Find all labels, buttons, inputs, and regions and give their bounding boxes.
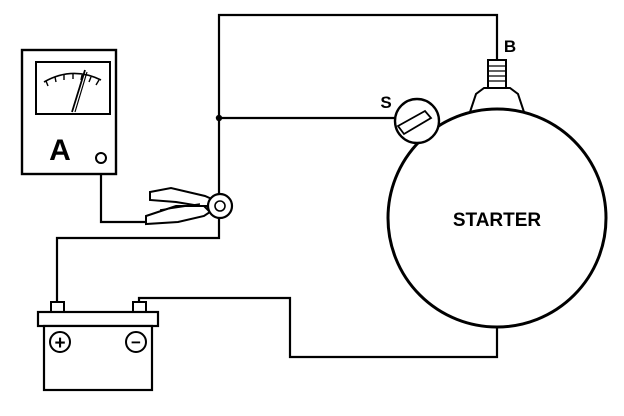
clip-clamp-inner [214, 200, 226, 212]
battery: + − [36, 301, 160, 392]
clip-upper-jaw [149, 186, 215, 207]
battery-negative-post [132, 301, 147, 313]
ammeter-label: A [49, 134, 71, 167]
starter-body [386, 107, 608, 329]
terminal-b-threads [488, 65, 506, 82]
wire-to-terminal-b [217, 13, 499, 120]
ammeter: A [20, 48, 118, 176]
wire-ammeter-to-clip [99, 162, 152, 224]
ammeter-dial-window [35, 61, 111, 115]
battery-positive-symbol: + [54, 333, 65, 354]
ammeter-ticks [45, 74, 100, 87]
ammeter-needle [71, 69, 86, 113]
terminal-b-label: B [504, 37, 516, 56]
clip-spring [159, 203, 201, 211]
ammeter-scale [43, 72, 102, 83]
clip-lower-jaw [145, 205, 212, 226]
wire-clip-to-battery-positive [55, 212, 221, 306]
ammeter-needle-shadow [74, 71, 88, 113]
starter-motor: STARTER B S [380, 37, 608, 329]
battery-positive-marker [49, 331, 71, 353]
wire-battery-negative-to-ground [137, 296, 499, 359]
starter-label: STARTER [453, 210, 542, 231]
wire-junction-dot [215, 114, 223, 122]
battery-negative-marker [125, 331, 147, 353]
terminal-s-stud [396, 109, 433, 136]
wiring [55, 13, 499, 359]
battery-negative-symbol: − [131, 333, 141, 352]
battery-positive-post [50, 301, 65, 313]
ammeter-terminal [95, 152, 107, 164]
alligator-clip [145, 186, 234, 226]
terminal-b-post [487, 59, 507, 89]
battery-lid [36, 310, 160, 328]
terminal-s-label: S [380, 93, 391, 112]
